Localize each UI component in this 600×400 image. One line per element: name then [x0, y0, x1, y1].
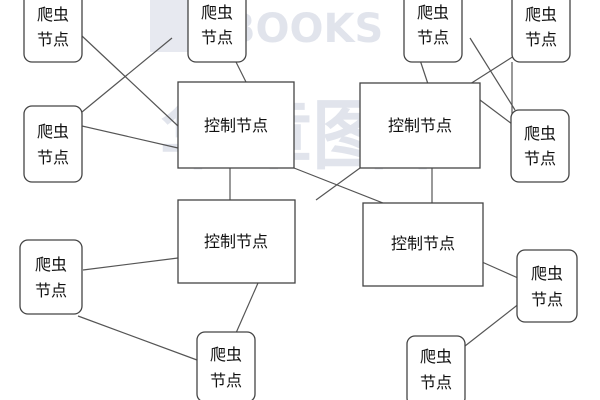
connector	[479, 99, 513, 125]
controller-nodes: 控制节点 控制节点 控制节点 控制节点	[177, 81, 484, 287]
connections	[77, 35, 521, 361]
connector	[481, 261, 519, 279]
crawler-node-label-line1: 爬虫	[417, 3, 449, 22]
crawler-node: 爬虫 节点	[510, 109, 570, 183]
crawler-node-label-line1: 爬虫	[525, 5, 557, 24]
crawler-node: 爬虫 节点	[406, 335, 466, 400]
controller-node: 控制节点	[177, 81, 295, 169]
crawler-node-box	[23, 105, 83, 183]
crawler-nodes: 爬虫 节点 爬虫 节点 爬虫 节点 爬虫 节点 爬虫 节点	[19, 0, 578, 400]
crawler-node-box	[187, 0, 247, 63]
crawler-node-label-line2: 节点	[531, 290, 563, 309]
crawler-node: 爬虫 节点	[196, 331, 256, 400]
connector	[315, 167, 361, 201]
watermark-logo-text: BOOKS	[225, 6, 383, 52]
crawler-node-box	[19, 239, 83, 315]
crawler-node-label-line1: 爬虫	[35, 255, 67, 274]
crawler-node-label-line2: 节点	[201, 28, 233, 47]
crawler-node: 爬虫 节点	[187, 0, 247, 63]
controller-node-label: 控制节点	[391, 234, 455, 253]
crawler-node-box	[406, 335, 466, 400]
connector	[235, 282, 259, 334]
connector	[419, 59, 429, 85]
crawler-node-label-line2: 节点	[210, 371, 242, 390]
crawler-node: 爬虫 节点	[511, 0, 571, 63]
crawler-node: 爬虫 节点	[23, 0, 83, 63]
crawler-node-label-line1: 爬虫	[420, 347, 452, 366]
controller-node-box	[177, 81, 295, 169]
connector	[82, 257, 179, 271]
connector	[469, 37, 516, 111]
connector	[464, 302, 521, 347]
controller-node: 控制节点	[362, 202, 484, 287]
crawler-node-label-line1: 爬虫	[531, 264, 563, 283]
controller-node-label: 控制节点	[388, 116, 452, 135]
crawler-node-label-line1: 爬虫	[201, 3, 233, 22]
connector	[235, 61, 247, 83]
connector	[293, 167, 384, 204]
crawler-node-label-line2: 节点	[417, 28, 449, 47]
crawler-node-box	[23, 0, 83, 63]
crawler-node-label-line2: 节点	[37, 148, 69, 167]
controller-node-label: 控制节点	[204, 232, 268, 251]
crawler-node-label-line1: 爬虫	[37, 122, 69, 141]
crawler-node-box	[196, 331, 256, 400]
crawler-node-box	[510, 109, 570, 183]
controller-node-label: 控制节点	[204, 116, 268, 135]
crawler-node: 爬虫 节点	[516, 249, 578, 323]
controller-node: 控制节点	[359, 82, 481, 169]
connector	[81, 37, 173, 113]
controller-node: 控制节点	[177, 199, 296, 284]
crawler-node-box	[403, 0, 463, 63]
crawler-node-label-line2: 节点	[37, 30, 69, 49]
connector	[81, 35, 179, 127]
connector	[77, 315, 198, 361]
crawler-node-label-line2: 节点	[35, 281, 67, 300]
crawler-node-box	[516, 249, 578, 323]
crawler-node: 爬虫 节点	[19, 239, 83, 315]
controller-node-box	[362, 202, 484, 287]
crawler-node-label-line1: 爬虫	[37, 5, 69, 24]
crawler-node-label-line2: 节点	[420, 373, 452, 392]
crawler-node: 爬虫 节点	[23, 105, 83, 183]
crawler-node-label-line1: 爬虫	[210, 345, 242, 364]
controller-node-box	[177, 199, 296, 284]
crawler-node-box	[511, 0, 571, 63]
crawler-node-label-line2: 节点	[524, 149, 556, 168]
crawler-node-label-line1: 爬虫	[524, 124, 556, 143]
crawler-node-label-line2: 节点	[525, 30, 557, 49]
controller-node-box	[359, 82, 481, 169]
connector	[469, 55, 515, 85]
connector	[81, 125, 179, 149]
crawler-node: 爬虫 节点	[403, 0, 463, 63]
